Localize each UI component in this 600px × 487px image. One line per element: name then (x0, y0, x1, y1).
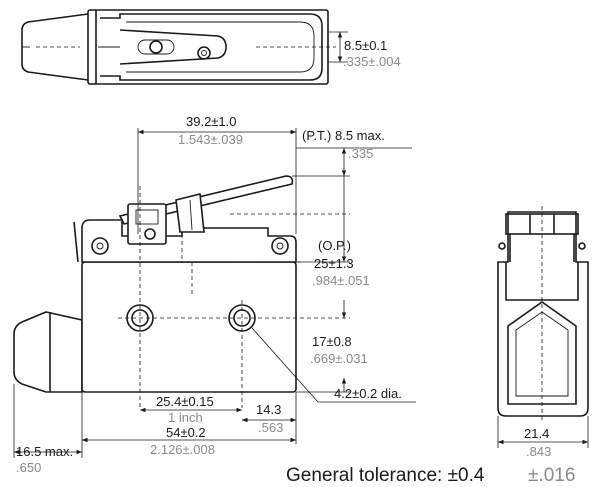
hole-height-metric: 17±0.8 (312, 334, 352, 349)
side-width-inch: .843 (526, 444, 551, 459)
tolerance-label: General tolerance: ±0.4 (286, 465, 485, 486)
top-view: 8.5±0.1 .335±.004 (21, 9, 401, 85)
plunger-inch: .650 (16, 460, 41, 475)
side-width-metric: 21.4 (524, 426, 549, 441)
lever-height-metric: 8.5±0.1 (344, 38, 387, 53)
tolerance-inch: ±.016 (528, 465, 575, 486)
pretravel-metric: (P.T.) 8.5 max. (302, 128, 385, 143)
op-inch: .984±.051 (312, 273, 370, 288)
hole-dia-metric: 4.2±0.2 dia. (334, 386, 402, 401)
hole-pitch-metric: 25.4±0.15 (156, 394, 214, 409)
pretravel-inch: .335 (348, 146, 373, 161)
hole-offset-inch: .563 (258, 420, 283, 435)
body-length-inch: 2.126±.008 (150, 442, 215, 457)
overall-width-metric: 39.2±1.0 (186, 114, 237, 129)
front-view: 39.2±1.0 1.543±.039 (P.T.) 8.5 max. .335… (13, 114, 416, 475)
hole-pitch-inch: 1 inch (168, 410, 203, 425)
body-length-metric: 54±0.2 (166, 425, 206, 440)
plunger-metric: 16.5 max. (16, 444, 73, 459)
overall-width-inch: 1.543±.039 (178, 132, 243, 147)
op-label: (O.P.) (318, 238, 351, 253)
op-metric: 25±1.3 (314, 256, 354, 271)
general-tolerance: General tolerance: ±0.4 ±.016 (286, 465, 575, 486)
hole-offset-metric: 14.3 (256, 402, 281, 417)
hole-height-inch: .669±.031 (310, 351, 368, 366)
lever-height-inch: .335±.004 (343, 54, 401, 69)
side-view: 21.4 .843 (497, 206, 589, 459)
